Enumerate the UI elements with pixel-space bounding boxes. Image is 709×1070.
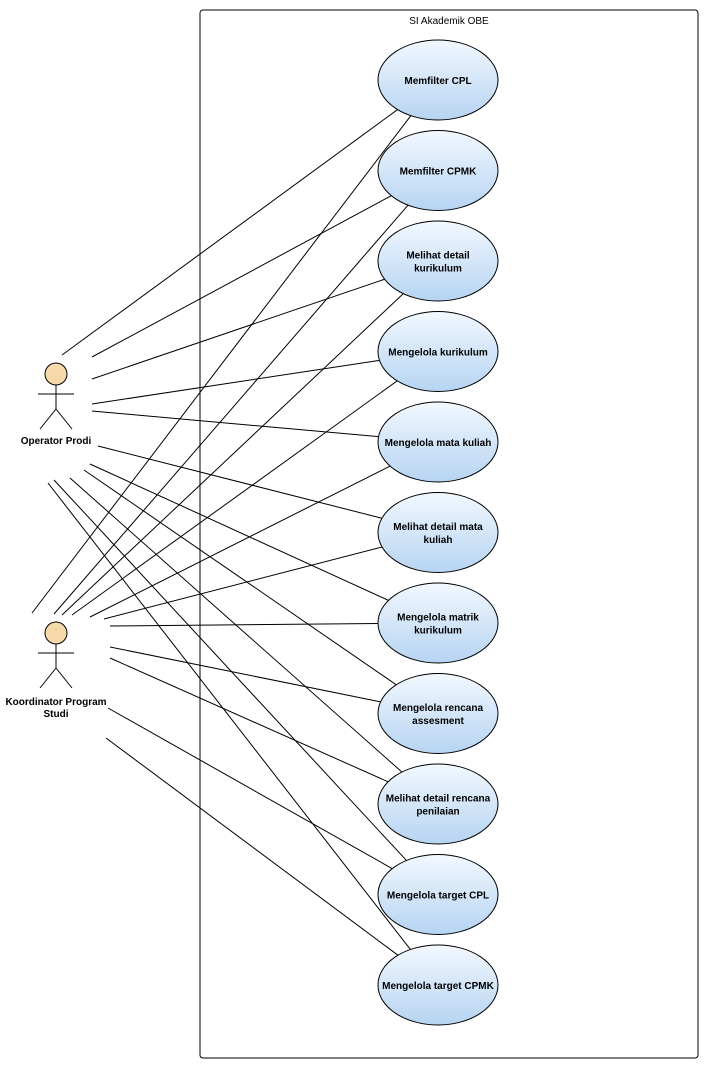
use-case-uc4[interactable]: Mengelola kurikulum — [377, 311, 499, 392]
association-line-operator-uc5 — [91, 410, 379, 438]
system-title: SI Akademik OBE — [409, 16, 489, 27]
association-line-koordinator-uc7 — [109, 623, 379, 627]
use-case-label: Mengelola matrik — [397, 613, 479, 624]
association-line-koordinator-uc5 — [89, 465, 391, 618]
use-case-ellipse[interactable] — [377, 673, 499, 754]
association-line-operator-uc1 — [61, 109, 398, 356]
use-case-uc11[interactable]: Mengelola target CPMK — [377, 944, 499, 1026]
association-line-koordinator-uc6 — [103, 546, 383, 620]
use-case-label: Mengelola kurikulum — [388, 348, 488, 359]
use-case-ellipse[interactable] — [377, 311, 499, 392]
use-case-label: Mengelola target CPL — [387, 891, 489, 902]
use-case-uc3[interactable]: Melihat detail kurikulum — [377, 220, 499, 302]
actor-label: Studi — [44, 709, 69, 720]
actor-left-leg — [39, 408, 57, 430]
use-case-label: Memfilter CPMK — [400, 167, 477, 178]
use-case-ellipse[interactable] — [377, 944, 499, 1026]
association-line-operator-uc11 — [47, 482, 411, 950]
use-case-label: penilaian — [416, 807, 459, 818]
use-case-label: Mengelola target CPMK — [382, 981, 494, 992]
actor-right-leg — [55, 408, 73, 430]
association-line-koordinator-uc10 — [107, 707, 393, 870]
use-case-label: Memfilter CPL — [404, 76, 471, 87]
associations — [31, 109, 412, 956]
use-case-uc7[interactable]: Mengelola matrik kurikulum — [377, 582, 499, 664]
use-case-label: kuliah — [424, 535, 453, 546]
use-case-label: Mengelola mata kuliah — [385, 438, 492, 449]
association-line-koordinator-uc8 — [109, 646, 381, 703]
use-case-ellipse[interactable] — [377, 130, 499, 211]
use-case-label: kurikulum — [414, 264, 462, 275]
use-case-label: Mengelola rencana — [393, 703, 483, 714]
association-line-koordinator-uc3 — [61, 293, 404, 616]
actor-head-icon — [44, 362, 68, 386]
use-case-ellipse[interactable] — [377, 763, 499, 845]
use-case-uc10[interactable]: Mengelola target CPL — [377, 854, 499, 935]
use-case-ellipse[interactable] — [377, 39, 499, 121]
use-case-uc6[interactable]: Melihat detail mata kuliah — [377, 492, 499, 573]
use-case-ellipse[interactable] — [377, 220, 499, 302]
actor-head-icon — [44, 621, 68, 645]
association-line-operator-uc3 — [91, 278, 385, 380]
association-line-koordinator-uc9 — [109, 657, 389, 783]
use-case-uc8[interactable]: Mengelola rencana assesment — [377, 673, 499, 754]
association-line-operator-uc8 — [83, 469, 397, 686]
use-case-ellipse[interactable] — [377, 401, 499, 483]
association-line-operator-uc10 — [53, 479, 407, 861]
use-case-label: Melihat detail mata — [393, 522, 483, 533]
actor-label: Operator Prodi — [21, 436, 92, 447]
actor-operator[interactable]: Operator Prodi — [21, 362, 92, 447]
actor-label: Koordinator Program — [5, 697, 106, 708]
use-case-uc5[interactable]: Mengelola mata kuliah — [377, 401, 499, 483]
use-case-ellipse[interactable] — [377, 582, 499, 664]
system-boundary-box — [199, 9, 699, 1059]
association-line-koordinator-uc11 — [105, 737, 399, 956]
association-line-operator-uc4 — [91, 359, 380, 405]
association-line-koordinator-uc2 — [53, 204, 409, 615]
use-case-ellipse[interactable] — [377, 492, 499, 573]
actor-right-leg — [55, 667, 73, 689]
use-case-uc9[interactable]: Melihat detail rencana penilaian — [377, 763, 499, 845]
use-case-label: Melihat detail — [406, 251, 470, 262]
association-line-operator-uc7 — [89, 463, 389, 601]
association-line-operator-uc6 — [97, 445, 383, 519]
use-case-uc2[interactable]: Memfilter CPMK — [377, 130, 499, 211]
use-case-label: assesment — [412, 716, 464, 727]
association-line-operator-uc2 — [91, 195, 392, 358]
use-case-uc1[interactable]: Memfilter CPL — [377, 39, 499, 121]
use-case-label: Melihat detail rencana — [386, 794, 491, 805]
use-case-label: kurikulum — [414, 626, 462, 637]
association-line-koordinator-uc4 — [71, 380, 398, 616]
system-boundary: SI Akademik OBE — [199, 9, 699, 1059]
use-cases: Memfilter CPL Memfilter CPMK Melihat detai… — [377, 39, 499, 1026]
use-case-ellipse[interactable] — [377, 854, 499, 935]
association-line-koordinator-uc1 — [31, 115, 412, 614]
actor-left-leg — [39, 667, 57, 689]
